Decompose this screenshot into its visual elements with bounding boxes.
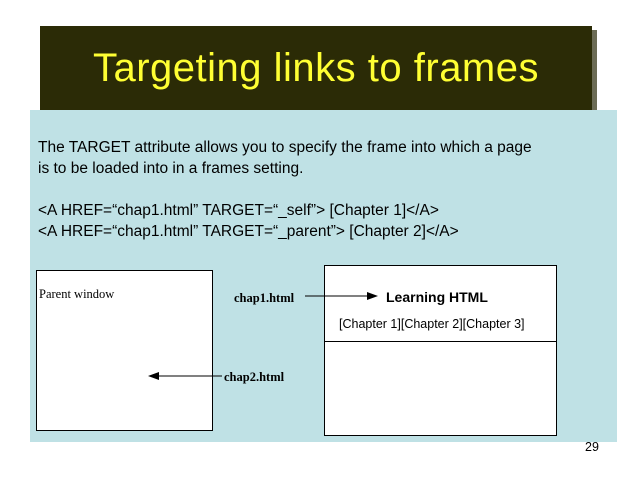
body-text-line-1: The TARGET attribute allows you to speci…	[38, 139, 532, 156]
code-example-line-1: <A HREF=“chap1.html” TARGET=“_self”> [Ch…	[38, 202, 439, 219]
parent-window-box: Parent window	[36, 270, 213, 431]
chapter-links: [Chapter 1][Chapter 2][Chapter 3]	[339, 317, 525, 331]
slide-title: Targeting links to frames	[92, 45, 539, 90]
parent-window-label: Parent window	[39, 287, 115, 301]
code-example-line-2: <A HREF=“chap1.html” TARGET=“_parent”> […	[38, 223, 459, 240]
content-panel: The TARGET attribute allows you to speci…	[30, 110, 617, 442]
chap2-label: chap2.html	[224, 370, 285, 384]
body-text-line-2: is to be loaded into in a frames setting…	[38, 160, 304, 177]
title-banner: Targeting links to frames	[40, 26, 592, 110]
arrow-chap1-to-frame	[305, 292, 378, 300]
frames-window-box: Learning HTML [Chapter 1][Chapter 2][Cha…	[324, 265, 557, 436]
frame-divider	[325, 341, 556, 342]
diagram-arrows	[148, 292, 378, 380]
page-number: 29	[585, 440, 599, 454]
chap1-label: chap1.html	[234, 291, 295, 305]
arrow-chap2-to-parent	[148, 372, 222, 380]
learning-html-heading: Learning HTML	[386, 289, 488, 305]
